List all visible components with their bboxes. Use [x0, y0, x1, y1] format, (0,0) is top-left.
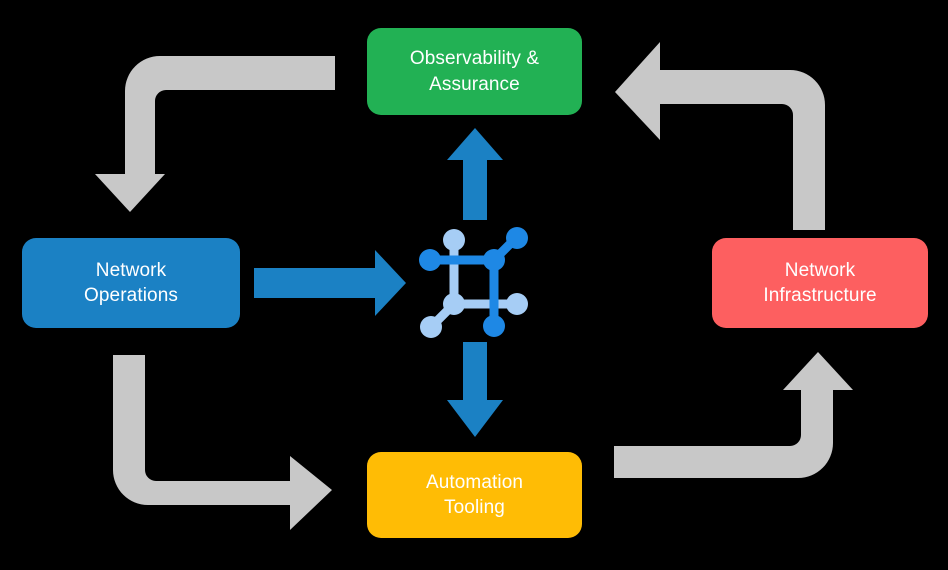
icon-node-light-center: [443, 293, 465, 315]
node-network-infrastructure[interactable]: Network Infrastructure: [712, 238, 928, 328]
icon-node-dark-center: [483, 249, 505, 271]
arrow-observability-to-operations: [95, 56, 335, 212]
icon-node-dark-bottom: [483, 315, 505, 337]
node-automation-tooling[interactable]: Automation Tooling: [367, 452, 582, 538]
network-graph-icon: [419, 227, 528, 338]
icon-node-dark-left: [419, 249, 441, 271]
node-network-infrastructure-label: Network Infrastructure: [763, 259, 877, 306]
node-observability-assurance[interactable]: Observability & Assurance: [367, 28, 582, 115]
node-network-operations-label: Network Operations: [84, 259, 178, 306]
icon-node-dark-top-right: [506, 227, 528, 249]
arrow-center-to-observability: [447, 128, 503, 220]
icon-node-light-top: [443, 229, 465, 251]
icon-node-light-bottom-left: [420, 316, 442, 338]
arrow-operations-to-automation: [113, 355, 332, 530]
node-observability-label: Observability & Assurance: [409, 48, 540, 95]
node-automation-tooling-label: Automation Tooling: [425, 471, 524, 518]
icon-node-light-right: [506, 293, 528, 315]
arrow-center-to-automation: [447, 342, 503, 437]
arrow-operations-to-center: [254, 250, 406, 316]
arrow-infrastructure-to-observability: [615, 42, 825, 230]
arrow-automation-to-infrastructure: [614, 352, 853, 478]
node-network-operations[interactable]: Network Operations: [22, 238, 240, 328]
